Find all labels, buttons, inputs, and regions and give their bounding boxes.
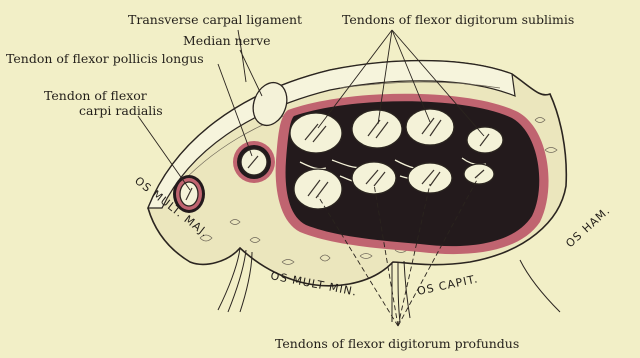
label-tendons-flexor-profundus: Tendons of flexor digitorum profundus [275,336,519,351]
flexor-pollicis-longus-tendon [233,141,275,183]
label-tendon-flexor-carpi-radialis-2: carpi radialis [79,103,163,118]
label-tendons-flexor-sublimis: Tendons of flexor digitorum sublimis [342,12,574,27]
label-median-nerve: Median nerve [183,33,271,48]
label-transverse-carpal-ligament: Transverse carpal ligament [128,12,302,27]
label-tendon-flexor-pollicis-longus: Tendon of flexor pollicis longus [6,51,204,66]
label-tendon-flexor-carpi-radialis-1: Tendon of flexor [44,88,147,103]
bone-label-os-ham: OS HAM. [563,204,613,250]
